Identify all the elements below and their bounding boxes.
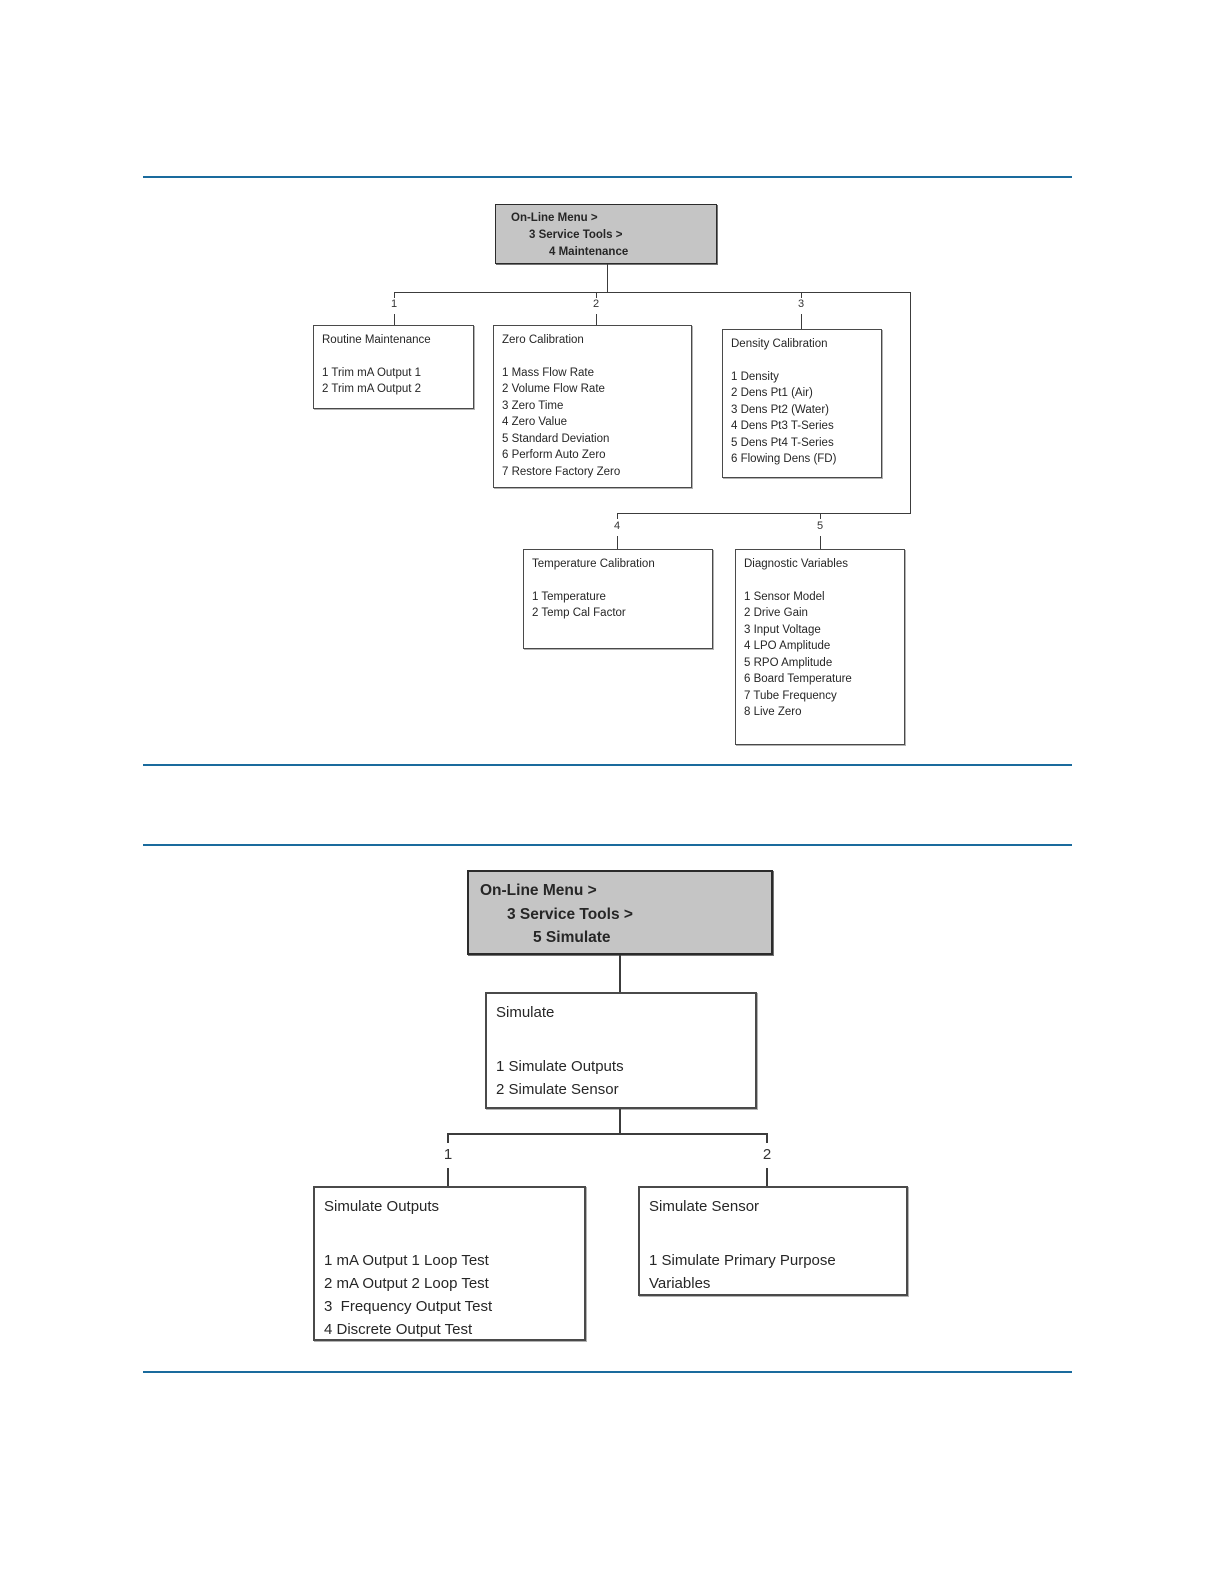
menu-path-line: On-Line Menu >: [480, 882, 597, 899]
branch-number: 2: [592, 298, 600, 310]
menu-path-line: 3 Service Tools >: [507, 905, 633, 923]
connector-line: [447, 1135, 449, 1143]
menu-box-title: Simulate: [496, 1004, 555, 1021]
menu-item: 1 Sensor Model: [744, 590, 825, 603]
branch-number: 3: [797, 298, 805, 310]
menu-item: 5 Dens Pt4 T-Series: [731, 436, 834, 449]
menu-item: 2 Volume Flow Rate: [502, 383, 605, 395]
menu-box-routine-maintenance: Routine Maintenance 1 Trim mA Output 1 2…: [313, 325, 474, 409]
menu-item: 1 Mass Flow Rate: [502, 366, 595, 379]
connector-line: [619, 955, 621, 992]
menu-item: 2 Drive Gain: [744, 607, 808, 619]
menu-item: 2 Dens Pt1 (Air): [731, 387, 813, 399]
menu-item: 3 Zero Time: [502, 399, 564, 412]
menu-item: 1 Simulate Outputs: [496, 1058, 624, 1075]
menu-path-line: 4 Maintenance: [549, 246, 629, 258]
connector-line: [394, 314, 395, 325]
menu-item: 4 Zero Value: [502, 416, 567, 428]
menu-box-diagnostic-variables: Diagnostic Variables 1 Sensor Model 2 Dr…: [735, 549, 905, 745]
connector-line: [447, 1168, 449, 1186]
section-divider: [143, 1371, 1072, 1373]
menu-item: 5 RPO Amplitude: [744, 656, 833, 669]
connector-line: [766, 1135, 768, 1143]
menu-box-title: Zero Calibration: [502, 334, 584, 346]
menu-box-temperature-calibration: Temperature Calibration 1 Temperature 2 …: [523, 549, 713, 649]
menu-item: 2 mA Output 2 Loop Test: [324, 1275, 489, 1292]
menu-path-box: On-Line Menu > 3 Service Tools > 4 Maint…: [495, 204, 717, 264]
menu-box-zero-calibration: Zero Calibration 1 Mass Flow Rate 2 Volu…: [493, 325, 692, 488]
menu-item: 7 Restore Factory Zero: [502, 465, 621, 478]
connector-line: [910, 293, 911, 514]
menu-box-simulate-outputs: Simulate Outputs 1 mA Output 1 Loop Test…: [313, 1186, 586, 1341]
menu-item: 8 Live Zero: [744, 706, 802, 718]
section-divider: [143, 844, 1072, 846]
menu-item: 1 Density: [731, 370, 779, 383]
menu-item: 4 LPO Amplitude: [744, 640, 831, 652]
menu-item: 1 Simulate Primary Purpose Variables: [649, 1252, 840, 1292]
menu-item: 4 Discrete Output Test: [324, 1321, 473, 1338]
menu-box-title: Routine Maintenance: [322, 334, 431, 346]
menu-item: 3 Input Voltage: [744, 623, 821, 636]
connector-line: [766, 1168, 768, 1186]
menu-path-line: 3 Service Tools >: [529, 229, 623, 241]
menu-item: 6 Flowing Dens (FD): [731, 453, 837, 465]
menu-item: 1 Temperature: [532, 590, 606, 603]
menu-item: 5 Standard Deviation: [502, 432, 610, 445]
connector-line: [801, 314, 802, 329]
menu-path-line: On-Line Menu >: [511, 212, 598, 224]
menu-item: 7 Tube Frequency: [744, 689, 837, 702]
menu-item: 6 Perform Auto Zero: [502, 449, 606, 461]
connector-line: [820, 536, 821, 549]
connector-line: [619, 1109, 621, 1134]
branch-number: 1: [390, 298, 398, 310]
menu-box-title: Diagnostic Variables: [744, 558, 848, 570]
menu-item: 3 Frequency Output Test: [324, 1298, 493, 1315]
menu-item: 6 Board Temperature: [744, 673, 852, 685]
menu-box-title: Density Calibration: [731, 338, 828, 350]
section-divider: [143, 764, 1072, 766]
menu-item: 1 Trim mA Output 1: [322, 366, 422, 379]
menu-item: 1 mA Output 1 Loop Test: [324, 1252, 489, 1269]
menu-item: 2 Simulate Sensor: [496, 1081, 619, 1098]
menu-item: 2 Temp Cal Factor: [532, 607, 626, 619]
branch-number: 4: [613, 520, 621, 532]
menu-path-line: 5 Simulate: [533, 929, 611, 946]
section-divider: [143, 176, 1072, 178]
menu-box-simulate: Simulate 1 Simulate Outputs 2 Simulate S…: [485, 992, 757, 1109]
menu-box-title: Simulate Sensor: [649, 1198, 760, 1215]
menu-item: 4 Dens Pt3 T-Series: [731, 420, 834, 432]
connector-line: [820, 514, 821, 519]
connector-line: [394, 292, 911, 293]
menu-box-title: Temperature Calibration: [532, 558, 655, 570]
menu-item: 2 Trim mA Output 2: [322, 383, 422, 395]
connector-line: [617, 536, 618, 549]
connector-line: [394, 293, 395, 298]
connector-line: [617, 514, 618, 519]
connector-line: [596, 314, 597, 325]
connector-line: [596, 293, 597, 298]
branch-number: 2: [762, 1146, 772, 1163]
menu-item: 3 Dens Pt2 (Water): [731, 403, 829, 416]
connector-line: [447, 1133, 768, 1135]
menu-box-simulate-sensor: Simulate Sensor 1 Simulate Primary Purpo…: [638, 1186, 908, 1296]
menu-box-title: Simulate Outputs: [324, 1198, 440, 1215]
branch-number: 1: [443, 1146, 453, 1163]
connector-line: [607, 264, 608, 293]
connector-line: [617, 513, 911, 514]
menu-box-density-calibration: Density Calibration 1 Density 2 Dens Pt1…: [722, 329, 882, 478]
menu-path-box: On-Line Menu > 3 Service Tools > 5 Simul…: [467, 870, 773, 955]
connector-line: [801, 293, 802, 298]
branch-number: 5: [816, 520, 824, 532]
